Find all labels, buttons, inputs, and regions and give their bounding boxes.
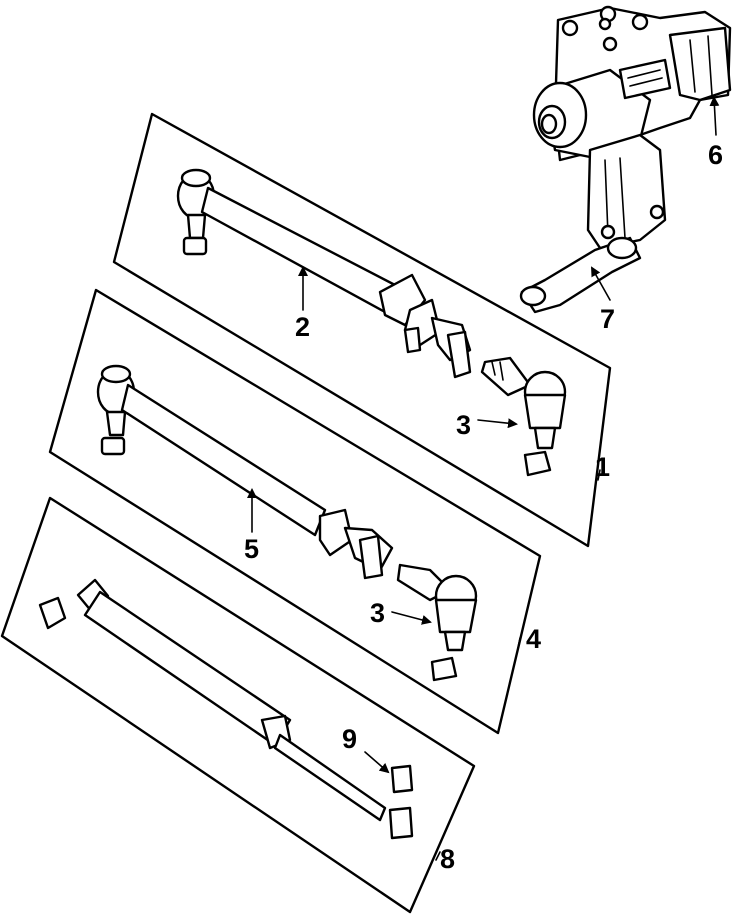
leader-3-lower [391,611,432,625]
tie-rod-assembly-box-2 [48,288,542,735]
callout-labels: 1 2 3 3 4 5 6 7 8 9 [244,140,723,874]
steering-gear-box [532,5,732,250]
callout-4: 4 [526,624,541,654]
callout-6: 6 [708,140,723,170]
leader-4 [517,637,521,649]
callout-2: 2 [295,312,310,342]
leader-6 [709,96,720,136]
tie-rod-5 [96,364,452,602]
leader-lines [247,96,720,861]
callout-3-upper: 3 [456,410,471,440]
callout-7: 7 [600,304,615,334]
tie-rod [176,168,532,397]
leader-3-upper [477,418,518,429]
tie-rod-end-lower [430,574,478,682]
steering-damper [38,578,414,840]
tie-rod-assembly-box [112,112,612,548]
pitman-arm [519,236,642,314]
tie-rod-end-upper [523,370,567,477]
leader-8 [435,851,441,861]
callout-1: 1 [595,452,610,482]
leader-1 [597,469,601,481]
callout-8: 8 [440,844,455,874]
leader-7 [591,266,611,301]
steering-damper-box [0,496,476,914]
callout-3-lower: 3 [370,598,385,628]
callout-9: 9 [342,724,357,754]
leader-9 [364,751,390,774]
callout-5: 5 [244,534,259,564]
